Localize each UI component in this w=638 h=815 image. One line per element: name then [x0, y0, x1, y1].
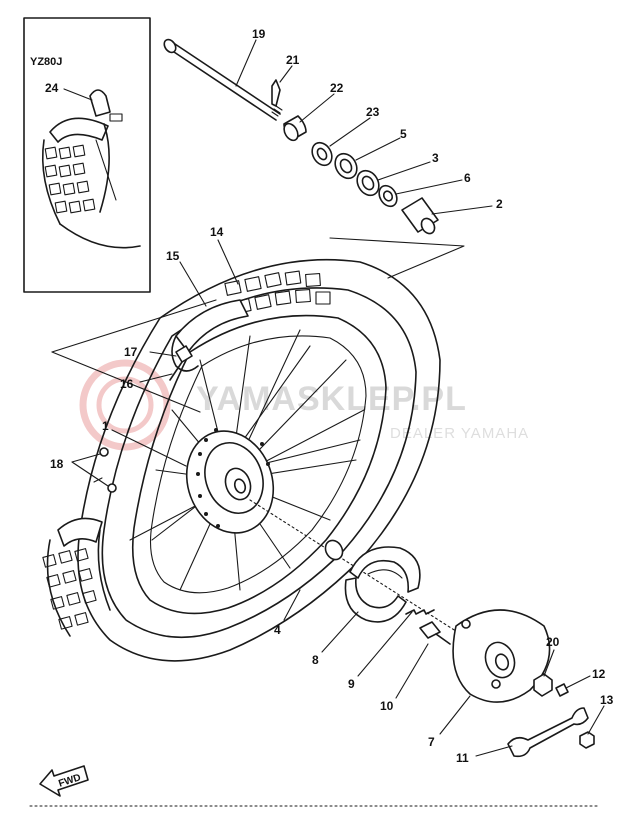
- watermark-tagline: DEALER YAMAHA: [390, 425, 529, 442]
- callout-8: 8: [312, 653, 319, 667]
- callout-13: 13: [600, 693, 614, 707]
- inset-box: YZ80J 24: [23, 17, 151, 293]
- callout-23: 23: [366, 105, 380, 119]
- callout-12: 12: [592, 667, 606, 681]
- watermark: YAMASKLEP.PL DEALER YAMAHA: [79, 359, 529, 451]
- callout-3: 3: [432, 151, 439, 165]
- callout-5: 5: [400, 127, 407, 141]
- callout-15: 15: [166, 249, 180, 263]
- inset-title: YZ80J: [30, 56, 62, 68]
- callout-21: 21: [286, 53, 300, 67]
- callout-14: 14: [210, 225, 224, 239]
- fwd-arrow-icon: FWD: [39, 765, 89, 797]
- callout-2: 2: [496, 197, 503, 211]
- callout-17: 17: [124, 345, 138, 359]
- callout-24: 24: [45, 81, 59, 95]
- wheel-assembly: [42, 258, 441, 662]
- callout-16: 16: [120, 377, 134, 391]
- callout-19: 19: [252, 27, 266, 41]
- callout-1: 1: [102, 419, 109, 433]
- callout-18: 18: [50, 457, 64, 471]
- watermark-brand: YAMASKLEP.PL: [196, 380, 467, 418]
- callout-9: 9: [348, 677, 355, 691]
- callout-4: 4: [274, 623, 281, 637]
- callout-labels: 19 21 22 23 5 3 6 2 14 15 17 16 1 18 4 8…: [50, 27, 614, 765]
- callout-7: 7: [428, 735, 435, 749]
- leader-lines: [71, 39, 605, 757]
- axle-assembly: [51, 38, 465, 413]
- callout-11: 11: [456, 751, 469, 765]
- callout-20: 20: [546, 635, 560, 649]
- brake-assembly: [249, 499, 595, 758]
- callout-10: 10: [380, 699, 394, 713]
- callout-22: 22: [330, 81, 344, 95]
- callout-6: 6: [464, 171, 471, 185]
